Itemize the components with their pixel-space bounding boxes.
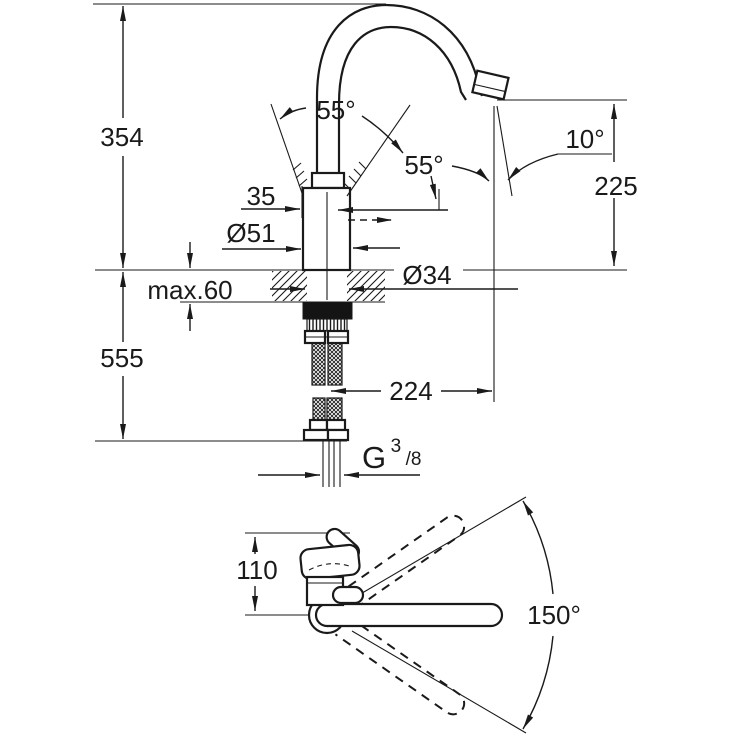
hose-coupling-right: [326, 428, 350, 442]
dim-35: 35: [241, 181, 303, 218]
swivel-arc-lower: [522, 635, 554, 730]
dim-g38: G 3 /8: [258, 436, 421, 478]
faucet-body: [301, 171, 352, 300]
dim-34: Ø34: [270, 260, 518, 292]
handle-side-capsule: [331, 585, 365, 605]
spout-dashed-position-up: [334, 514, 466, 615]
dim-110-label: 110: [236, 555, 277, 585]
counter-hatch-left: [272, 271, 307, 301]
dim-max60: max.60: [147, 242, 233, 331]
aerator: [471, 69, 510, 101]
faucet-top-silhouette: [299, 527, 504, 635]
swivel-limit-line-down: [351, 630, 527, 734]
stream-angle-line: [496, 105, 513, 197]
lever-line-right: [346, 104, 411, 197]
dim-225: 225: [497, 99, 638, 266]
dim-224-label: 224: [389, 376, 432, 406]
mounting-nut: [306, 318, 348, 332]
outlet-angle: 10°: [493, 105, 612, 402]
spout-dashed-position-down: [334, 615, 466, 716]
dim-10-label: 10°: [565, 124, 604, 154]
lever-angle-upper: 55°: [270, 95, 411, 197]
swivel-range: 150°: [334, 496, 581, 734]
thread-denominator: /8: [406, 449, 422, 470]
mounting-shank: [302, 301, 353, 320]
dim-150-label: 150°: [527, 600, 581, 630]
dim-225-label: 225: [594, 171, 637, 201]
supply-hose-right: [327, 342, 343, 386]
swivel-limit-line-up: [351, 496, 527, 600]
counter-hatch-right: [347, 271, 385, 301]
dim-55-lower-label: 55°: [404, 150, 443, 180]
hose-coupling-left: [302, 428, 330, 442]
supply-hose-left: [311, 342, 326, 386]
dim-35-label: 35: [247, 181, 276, 211]
swivel-arc-upper: [522, 500, 554, 595]
dim-224: 224: [331, 376, 492, 406]
thread-numerator: 3: [391, 436, 402, 457]
spout-outer-curve: [315, 3, 484, 192]
handle-inner-dashes: [308, 563, 353, 571]
dim-354: 354: [100, 6, 144, 268]
lever-hatch-ticks: [292, 161, 367, 191]
dim-555-label: 555: [100, 343, 143, 373]
spout-arm: [327, 602, 504, 628]
mounting-shank-and-hoses: [302, 301, 353, 487]
dim-51-label: Ø51: [226, 218, 275, 248]
dim-51: Ø51: [222, 218, 400, 252]
dim-110: 110: [236, 532, 350, 616]
dim-34-label: Ø34: [402, 260, 451, 290]
thread-size-label: G 3 /8: [362, 436, 421, 475]
handle-grip: [299, 543, 361, 581]
dim-max60-label: max.60: [147, 275, 232, 305]
dim-354-label: 354: [100, 122, 143, 152]
lever-angle-lower: 55°: [338, 150, 490, 223]
dim-55-upper-label: 55°: [316, 95, 355, 125]
body-collar: [310, 171, 346, 190]
spout: [315, 3, 510, 192]
lever-line-left: [270, 103, 304, 197]
thread-g: G: [362, 440, 386, 475]
dim-555: 555: [100, 272, 144, 439]
front-view: 354 555 max.60: [93, 3, 638, 487]
spout-inner-curve: [337, 25, 467, 192]
top-view: 110 150°: [236, 496, 581, 734]
connection-pipes: [322, 440, 341, 487]
